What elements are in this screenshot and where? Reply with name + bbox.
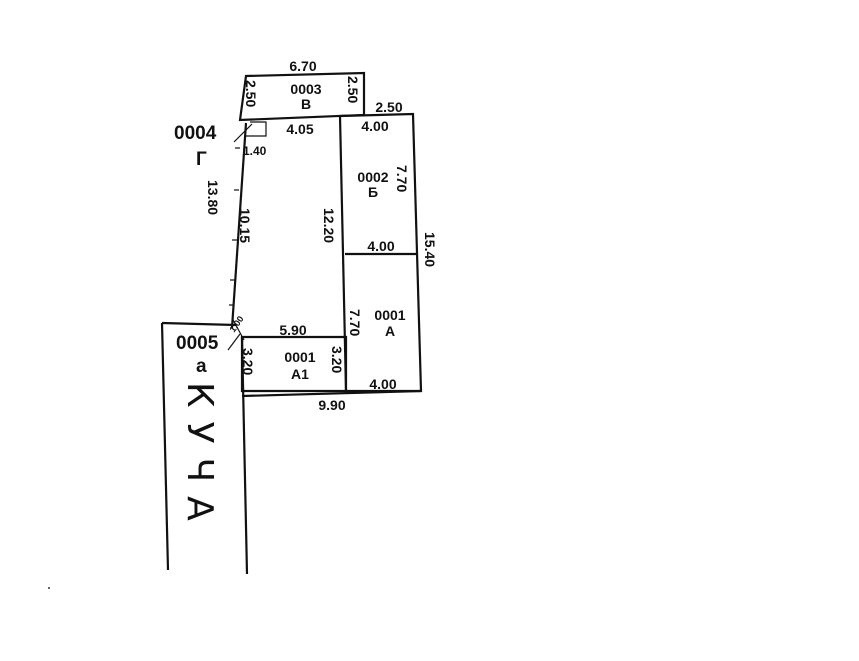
scan-speck <box>48 587 50 589</box>
dim-b-bottom: 4.00 <box>367 238 394 254</box>
dim-a1-right: 3.20 <box>329 346 345 373</box>
dim-a1-top: 5.90 <box>279 322 306 338</box>
street: КУЧА <box>160 321 249 575</box>
dimensions: 6.70 2.50 2.50 2.50 4.05 4.00 7.70 4.00 … <box>205 58 438 413</box>
dim-v-top: 6.70 <box>289 58 316 74</box>
dim-a-bottom: 4.00 <box>369 376 396 392</box>
room-a1-letter: А1 <box>291 366 309 382</box>
dim-east-total: 15.40 <box>422 232 438 267</box>
marker-g-code: 0004 <box>174 123 217 144</box>
room-a-code: 0001 <box>374 307 405 323</box>
marker-g-box <box>246 121 267 137</box>
room-a1-code: 0001 <box>284 349 315 365</box>
dim-bottom-total: 9.90 <box>318 397 345 413</box>
dim-mid-wall: 12.20 <box>321 208 337 243</box>
dim-a1-left: 3.20 <box>240 348 256 375</box>
dim-a-side: 7.70 <box>347 309 363 336</box>
dim-v-right: 2.50 <box>345 76 361 103</box>
marker-a-letter: а <box>196 356 207 377</box>
dim-court-top: 4.05 <box>286 121 313 137</box>
marker-g-leader <box>233 123 253 143</box>
room-a-letter: А <box>385 323 395 339</box>
west-wall <box>230 122 248 329</box>
markers: 0004 Г 1.40 0005 а 1.00 <box>174 123 267 377</box>
room-v-code: 0003 <box>290 81 321 97</box>
marker-a-code: 0005 <box>176 333 219 354</box>
street-line-right <box>240 336 249 575</box>
room-labels: 0003 В 0002 Б 0001 А 0001 А1 <box>284 81 405 382</box>
room-b-letter: Б <box>368 184 378 200</box>
west-ticks <box>229 147 240 306</box>
building-outline <box>227 71 423 398</box>
dim-west-inner: 10.15 <box>237 208 253 243</box>
street-line-top <box>161 321 237 327</box>
marker-a-leader-2 <box>227 333 241 351</box>
marker-a-leader <box>231 317 245 341</box>
dim-b-side: 7.70 <box>394 165 410 192</box>
street-line-left <box>160 322 170 571</box>
room-b-code: 0002 <box>357 169 388 185</box>
bottom-wall <box>241 389 422 398</box>
room-v-letter: В <box>301 96 311 112</box>
street-label: КУЧА <box>179 382 220 535</box>
dim-b-top: 4.00 <box>361 118 388 134</box>
marker-g-size: 1.40 <box>243 144 267 158</box>
marker-g-letter: Г <box>196 149 207 170</box>
dim-v-left: 2.50 <box>243 80 259 107</box>
dim-west-outer: 13.80 <box>205 180 221 215</box>
marker-a-size: 1.00 <box>227 314 245 334</box>
dim-east-step: 2.50 <box>375 99 402 115</box>
